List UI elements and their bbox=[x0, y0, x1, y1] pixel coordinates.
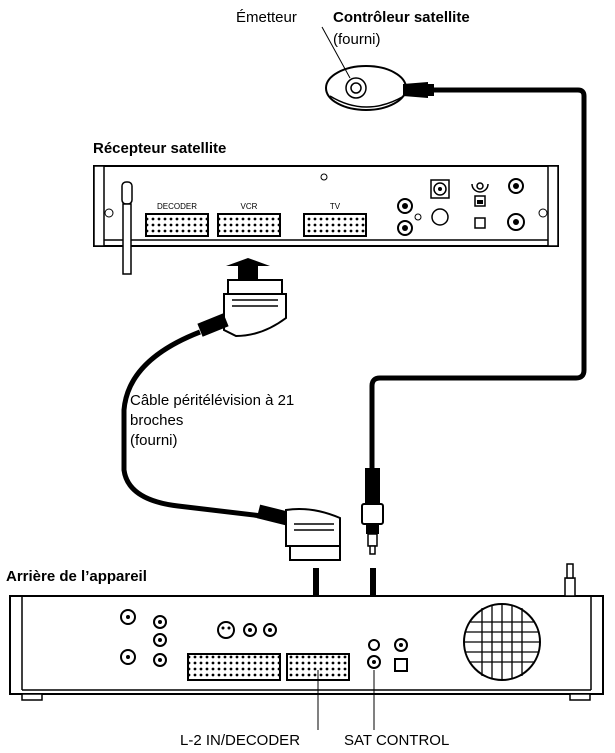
cable-label-line1: Câble péritélévision à 21 bbox=[130, 392, 295, 409]
emitter-label: Émetteur bbox=[236, 9, 297, 26]
satellite-receiver: DECODER VCR TV bbox=[93, 165, 559, 275]
controller-note: (fourni) bbox=[333, 31, 381, 48]
leader-lines bbox=[317, 26, 375, 730]
cable-label-line3: (fourni) bbox=[130, 432, 178, 449]
unit-rear-panel bbox=[9, 563, 604, 701]
sat-control-label: SAT CONTROL bbox=[344, 732, 450, 749]
unit-title: Arrière de l’appareil bbox=[6, 568, 147, 585]
mini-jack-plug bbox=[361, 468, 384, 555]
port-label-tv: TV bbox=[330, 202, 341, 211]
satellite-controller bbox=[325, 65, 434, 111]
scart-cable bbox=[121, 329, 263, 519]
scart-plug-bottom bbox=[256, 504, 341, 561]
receiver-title: Récepteur satellite bbox=[93, 140, 227, 157]
l2-decoder-label: L-2 IN/DECODER bbox=[180, 732, 301, 749]
port-label-vcr: VCR bbox=[241, 202, 258, 211]
scart-plug-top bbox=[197, 258, 287, 338]
controller-cable bbox=[369, 87, 587, 468]
controller-title: Contrôleur satellite bbox=[333, 9, 470, 26]
cable-label-line2: broches bbox=[130, 412, 184, 429]
port-label-decoder: DECODER bbox=[157, 202, 197, 211]
